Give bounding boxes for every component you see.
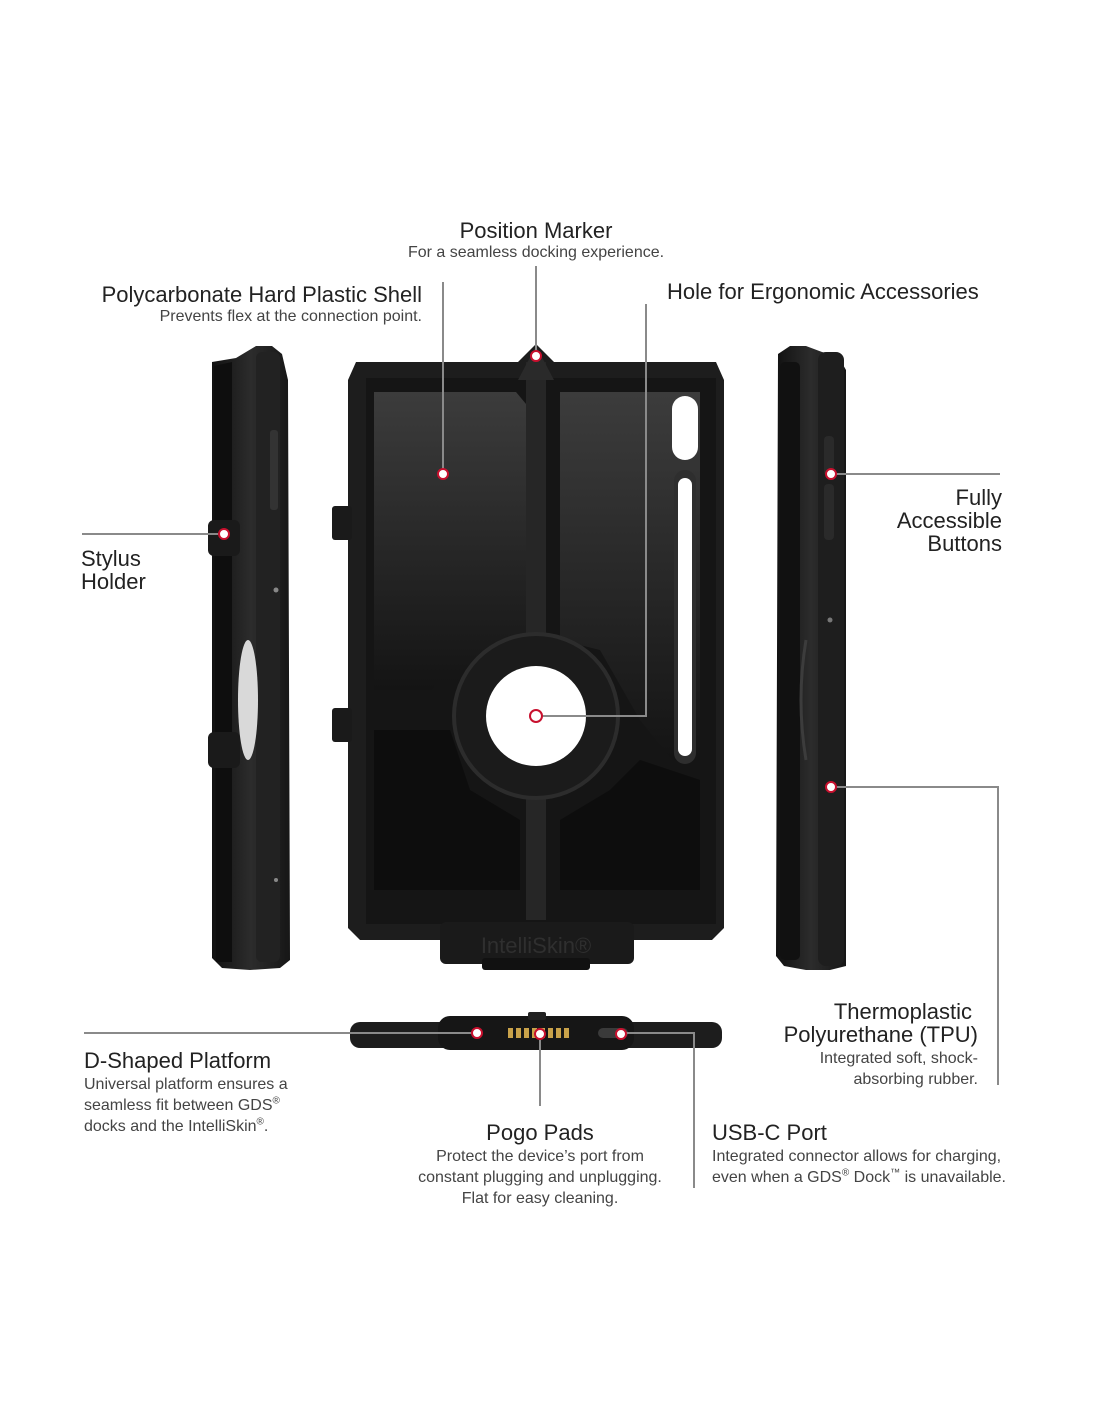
callout-position-marker: Position Marker For a seamless docking e…	[386, 219, 686, 263]
buttons-title-2: Accessible	[896, 508, 1002, 533]
tpu-desc-2: absorbing rubber.	[853, 1071, 978, 1088]
registered-mark: ®	[256, 1116, 264, 1128]
d-platform-desc-2-text: seamless fit between GDS	[84, 1097, 273, 1114]
pogo-title: Pogo Pads	[486, 1120, 594, 1145]
usbc-desc-2-dock: Dock	[849, 1169, 891, 1186]
callout-hard-shell: Polycarbonate Hard Plastic Shell Prevent…	[60, 283, 422, 327]
callout-d-platform: D-Shaped Platform Universal platform ens…	[84, 1049, 384, 1137]
marker-position	[530, 350, 542, 362]
callout-pogo: Pogo Pads Protect the device’s port from…	[380, 1121, 700, 1209]
registered-mark: ®	[841, 1167, 850, 1179]
d-platform-desc-2: seamless fit between GDS®	[84, 1095, 384, 1116]
tpu-title-1: Thermoplastic	[833, 999, 972, 1024]
right-side-view	[776, 346, 846, 970]
usbc-title: USB-C Port	[712, 1120, 827, 1145]
callout-usbc: USB-C Port Integrated connector allows f…	[712, 1121, 1052, 1188]
left-side-view	[208, 346, 290, 970]
marker-d-platform	[471, 1027, 483, 1039]
position-marker-title: Position Marker	[459, 218, 613, 243]
buttons-title-3: Buttons	[927, 531, 1002, 556]
leader-usbc	[626, 1032, 695, 1188]
usbc-desc-2-text: even when a GDS	[712, 1169, 842, 1186]
hard-shell-title: Polycarbonate Hard Plastic Shell	[101, 282, 422, 307]
tpu-desc-1: Integrated soft, shock-	[819, 1050, 978, 1067]
d-platform-desc-1: Universal platform ensures a	[84, 1076, 288, 1093]
pogo-desc-3: Flat for easy cleaning.	[461, 1190, 619, 1207]
position-marker-desc: For a seamless docking experience.	[407, 244, 665, 261]
stylus-holder-title-2: Holder	[81, 569, 146, 594]
registered-mark: ®	[272, 1095, 280, 1107]
tpu-title-2: Polyurethane (TPU)	[783, 1022, 978, 1047]
callout-stylus-holder: Stylus Holder	[81, 547, 201, 593]
marker-dots	[218, 350, 837, 1040]
marker-buttons	[825, 468, 837, 480]
marker-stylus	[218, 528, 230, 540]
leader-ergonomic-hole	[542, 304, 647, 717]
marker-shell	[437, 468, 449, 480]
ergonomic-hole-title: Hole for Ergonomic Accessories	[667, 279, 979, 304]
d-platform-desc-3-text: docks and the IntelliSkin	[84, 1118, 257, 1135]
callout-tpu: Thermoplastic Polyurethane (TPU) Integra…	[740, 1000, 978, 1090]
callout-ergonomic-hole: Hole for Ergonomic Accessories	[667, 280, 1067, 303]
leader-tpu	[836, 786, 999, 1085]
trademark-mark: ™	[890, 1167, 901, 1179]
d-platform-desc-3: docks and the IntelliSkin®.	[84, 1116, 384, 1137]
marker-hole	[529, 709, 543, 723]
d-platform-desc-3-end: .	[263, 1118, 269, 1135]
marker-pogo	[534, 1028, 546, 1040]
pogo-desc-1: Protect the device’s port from	[436, 1148, 644, 1165]
buttons-title-1: Fully	[955, 485, 1002, 510]
front-case-view: IntelliSkin®	[332, 344, 724, 970]
usbc-desc-2: even when a GDS® Dock™ is unavailable.	[712, 1167, 1052, 1188]
hard-shell-desc: Prevents flex at the connection point.	[159, 308, 422, 325]
pogo-desc-2: constant plugging and unplugging.	[418, 1169, 662, 1186]
brand-emboss: IntelliSkin®	[481, 933, 591, 958]
callout-buttons: Fully Accessible Buttons	[842, 486, 1002, 555]
marker-usbc	[615, 1028, 627, 1040]
stylus-holder-title-1: Stylus	[81, 546, 141, 571]
usbc-desc-2-end: is unavailable.	[900, 1169, 1006, 1186]
usbc-desc-1: Integrated connector allows for charging…	[712, 1148, 1002, 1165]
marker-tpu	[825, 781, 837, 793]
leader-lines	[82, 266, 1000, 1188]
d-platform-title: D-Shaped Platform	[84, 1048, 272, 1073]
